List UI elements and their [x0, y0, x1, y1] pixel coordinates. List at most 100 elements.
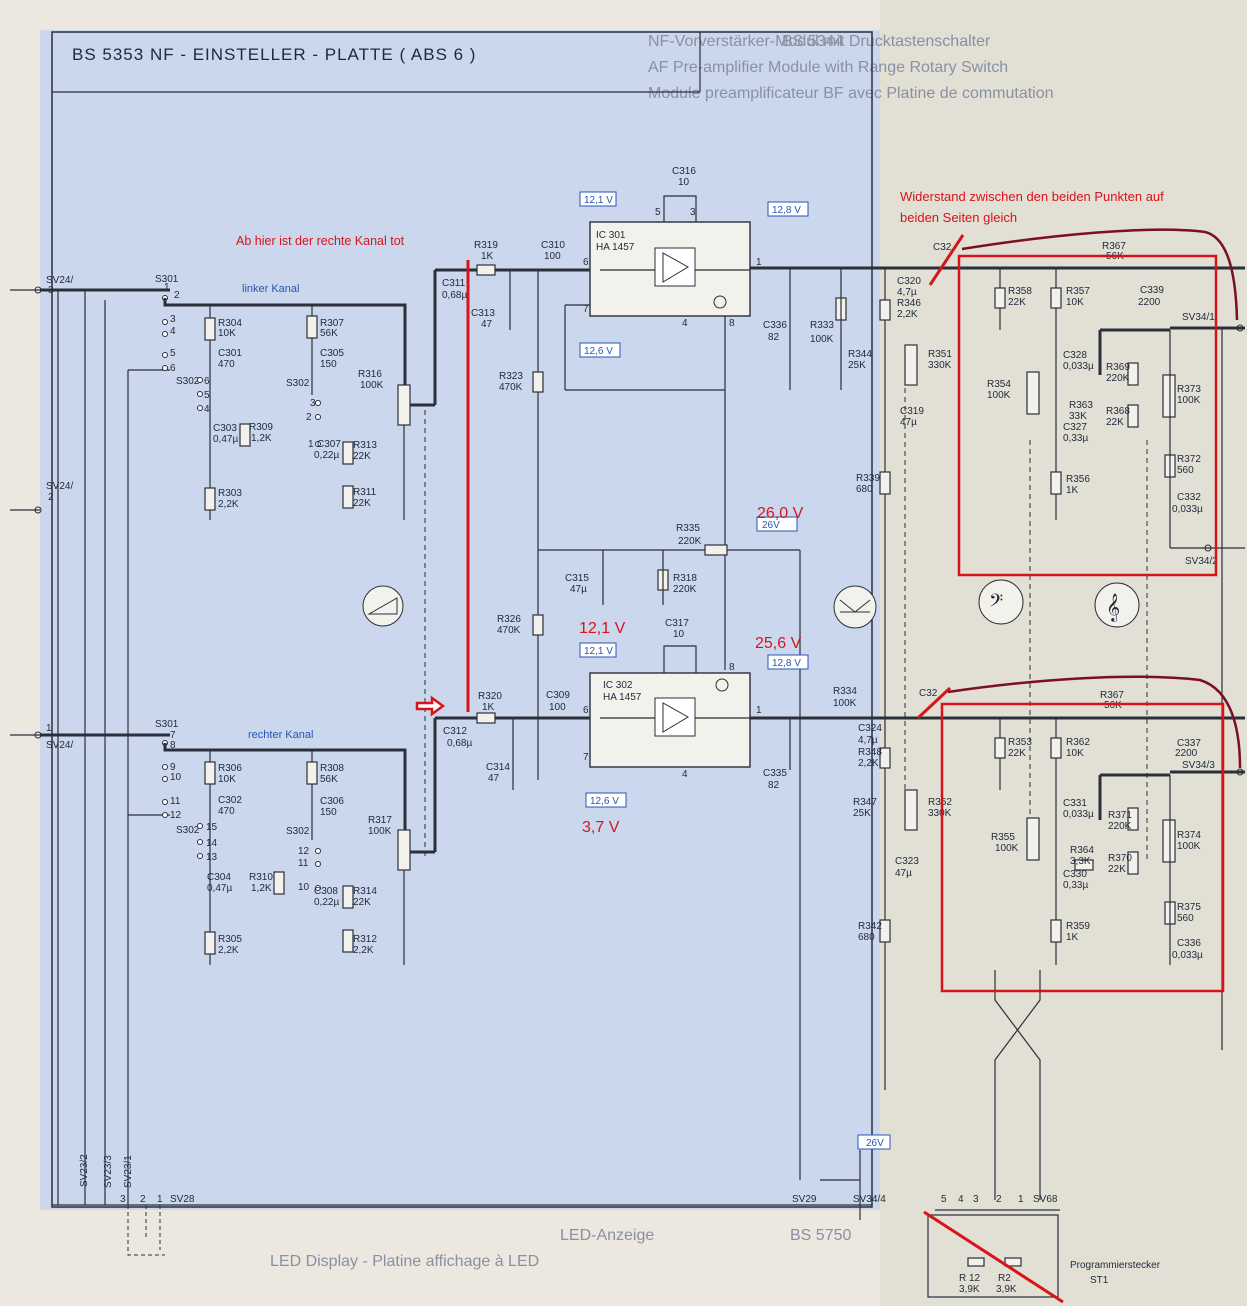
b-c331-label: C331: [1063, 798, 1087, 809]
c304-label: C304: [207, 872, 231, 883]
c307-label: C307: [317, 439, 341, 450]
sw3-num-2: 2: [306, 412, 312, 423]
r342-value: 680: [858, 932, 875, 943]
c316-loop: [663, 195, 697, 222]
b-r367-value: 56K: [1104, 700, 1122, 711]
b-top-bus: [1098, 773, 1170, 820]
t-r358-value: 22K: [1008, 297, 1026, 308]
vbox-ic302-out-text: 12,8 V: [772, 658, 801, 669]
sv68-pin5: 5: [941, 1194, 947, 1205]
r316-pot: [397, 384, 411, 426]
r318-value: 220K: [673, 584, 697, 595]
sv24-2-node: [34, 506, 42, 514]
b-r362-resistor: [1050, 737, 1062, 759]
b-r371-label: R371: [1108, 810, 1132, 821]
r319-resistor: [476, 264, 496, 276]
sw2-num-13: 13: [206, 852, 218, 863]
ic301-pin6: 6: [583, 257, 589, 268]
b-c337-value: 2200: [1175, 748, 1198, 759]
t-r368-resistor: [1127, 404, 1139, 428]
r2-label: R2: [998, 1273, 1011, 1284]
r342-label: R342: [858, 921, 882, 932]
b-r367-label: R367: [1100, 690, 1124, 701]
r312-label: R312: [353, 934, 377, 945]
sw-num-12: 12: [170, 810, 182, 821]
r12-value: 3,9K: [959, 1284, 980, 1295]
vbox-ic302-in: [579, 642, 617, 658]
c313-label: C313: [471, 308, 495, 319]
sv23-2-label: SV23/2: [79, 1154, 90, 1187]
vbox-ic302-lower-text: 12,6 V: [590, 796, 619, 807]
sw-num-5: 5: [170, 348, 176, 359]
ic302-pin7: 7: [583, 752, 589, 763]
vbox-ic301-in: [579, 191, 617, 207]
r304-label: R304: [218, 318, 242, 329]
b-r353-value: 22K: [1008, 748, 1026, 759]
c310-label: C310: [541, 240, 565, 251]
r323-label: R323: [499, 371, 523, 382]
b-r370-resistor: [1127, 851, 1139, 875]
c305-label: C305: [320, 348, 344, 359]
r342-resistor: [879, 919, 891, 943]
s302-top-label-2: S302: [286, 378, 310, 389]
sv23-3-label: SV23/3: [103, 1155, 114, 1188]
dead-channel-arrow-icon: [415, 695, 446, 717]
r309-value: 1,2K: [251, 433, 272, 444]
vbox-supply-text: 26V: [762, 520, 780, 531]
r309-resistor: [239, 423, 251, 447]
c306-label: C306: [320, 796, 344, 807]
r313-label: R313: [353, 440, 377, 451]
t-r363-value: 33K: [1069, 411, 1087, 422]
ic302-supply-symbol-icon: [715, 678, 729, 692]
r335-resistor: [704, 544, 728, 556]
ic301-pin4: 4: [682, 318, 688, 329]
sw-num-6: 6: [170, 363, 176, 374]
c335-value: 82: [768, 780, 780, 791]
annotation-26-0v: 26,0 V: [757, 505, 804, 522]
programmer-strike-line: [923, 1210, 1064, 1304]
c301-label: C301: [218, 348, 242, 359]
ic302-pin4: 4: [682, 769, 688, 780]
vbox-ic301-lower: [579, 342, 621, 358]
sv68-label: SV68: [1033, 1194, 1058, 1205]
t-c328-label: C328: [1063, 350, 1087, 361]
s301-bottom-label: S301: [155, 719, 179, 730]
ic301-pin1: 1: [756, 257, 762, 268]
c320-value: 4,7µ: [897, 287, 917, 298]
sv68-pin3: 3: [973, 1194, 979, 1205]
sv28-pin3: 3: [120, 1194, 126, 1205]
c313-value: 47: [481, 319, 493, 330]
ic302-opamp-box: [654, 697, 696, 737]
r352-label: R352: [928, 797, 952, 808]
c312-label: C312: [443, 726, 467, 737]
sv24-1-label: SV24/: [46, 740, 73, 751]
c320-label: C320: [897, 276, 921, 287]
b-r362-value: 10K: [1066, 748, 1084, 759]
r319-value: 1K: [481, 251, 494, 262]
r306-resistor: [204, 761, 216, 785]
c319-value: 47µ: [900, 417, 917, 428]
t-r373-label: R373: [1177, 384, 1201, 395]
b-r375-label: R375: [1177, 902, 1201, 913]
sv68-pin4: 4: [958, 1194, 964, 1205]
r348-resistor: [879, 747, 891, 769]
r335-value: 220K: [678, 536, 702, 547]
t-c327-value: 0,33µ: [1063, 433, 1088, 444]
t-r368-value: 22K: [1106, 417, 1124, 428]
c336-value: 82: [768, 332, 780, 343]
r326-label: R326: [497, 614, 521, 625]
r347-pot: [904, 789, 918, 831]
t-r368-label: R368: [1106, 406, 1130, 417]
r311-value: 22K: [353, 498, 371, 509]
b-r364-resistor: [1074, 859, 1094, 871]
sw3-num-3: 3: [310, 398, 316, 409]
r12-label: R 12: [959, 1273, 981, 1284]
annotation-25-6v: 25,6 V: [755, 635, 802, 652]
b-r371-resistor: [1127, 807, 1139, 831]
t-c339-value: 2200: [1138, 297, 1161, 308]
b-r370-value: 22K: [1108, 864, 1126, 875]
c323-label: C323: [895, 856, 919, 867]
r323-value: 470K: [499, 382, 523, 393]
t-r369-label: R369: [1106, 362, 1130, 373]
t-r356-value: 1K: [1066, 485, 1079, 496]
